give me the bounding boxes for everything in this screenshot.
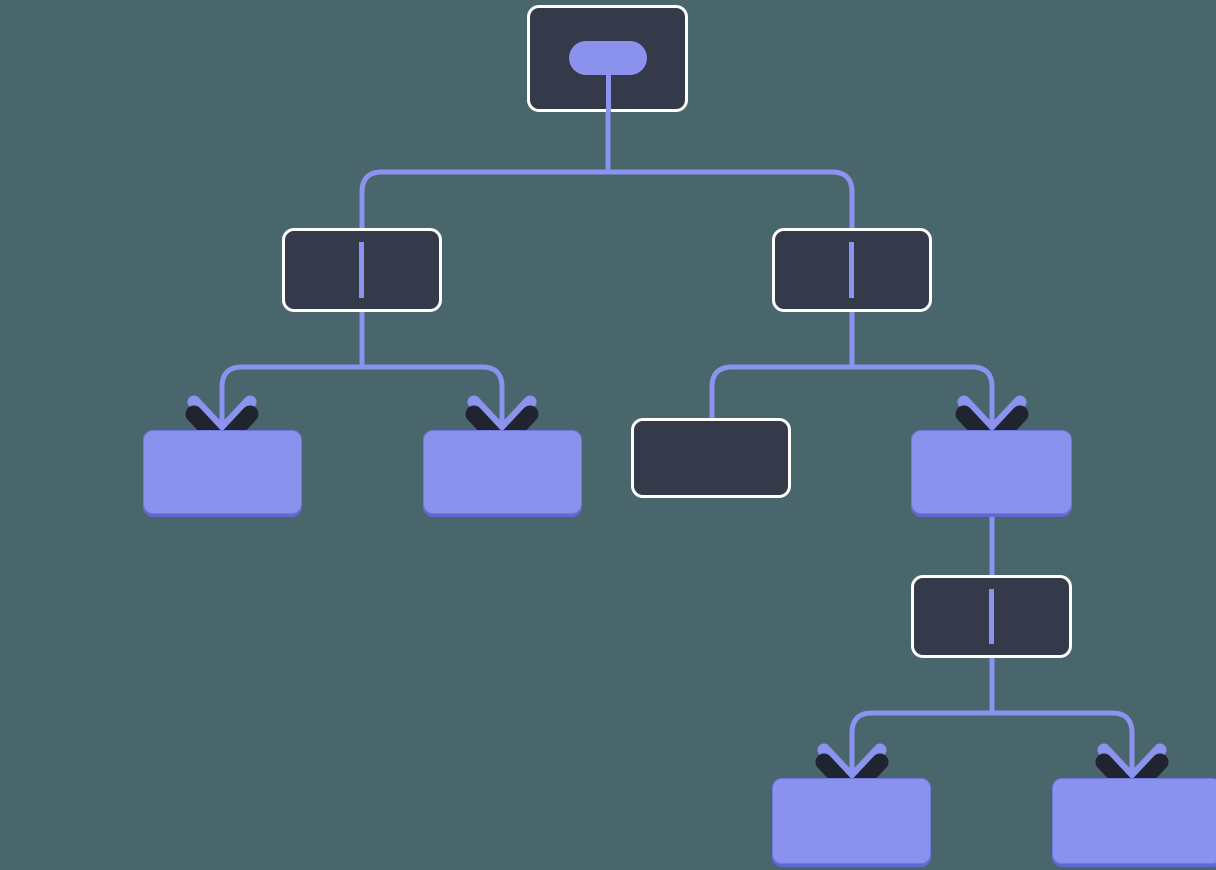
edge-path <box>709 364 995 432</box>
node-inner-connector <box>989 589 994 644</box>
node-l5-a[interactable] <box>772 778 931 864</box>
edge-path <box>219 364 505 432</box>
node-l3-b[interactable] <box>423 430 582 514</box>
node-l3-c[interactable] <box>631 418 791 498</box>
node-inner-connector <box>849 242 854 298</box>
edge-path <box>849 710 1135 780</box>
node-inner-connector <box>359 242 364 298</box>
node-l3-d[interactable] <box>911 430 1072 514</box>
edge-path <box>359 169 855 312</box>
node-l3-a[interactable] <box>143 430 302 514</box>
node-l5-b[interactable] <box>1052 778 1216 864</box>
root-pill-stem <box>606 60 611 112</box>
